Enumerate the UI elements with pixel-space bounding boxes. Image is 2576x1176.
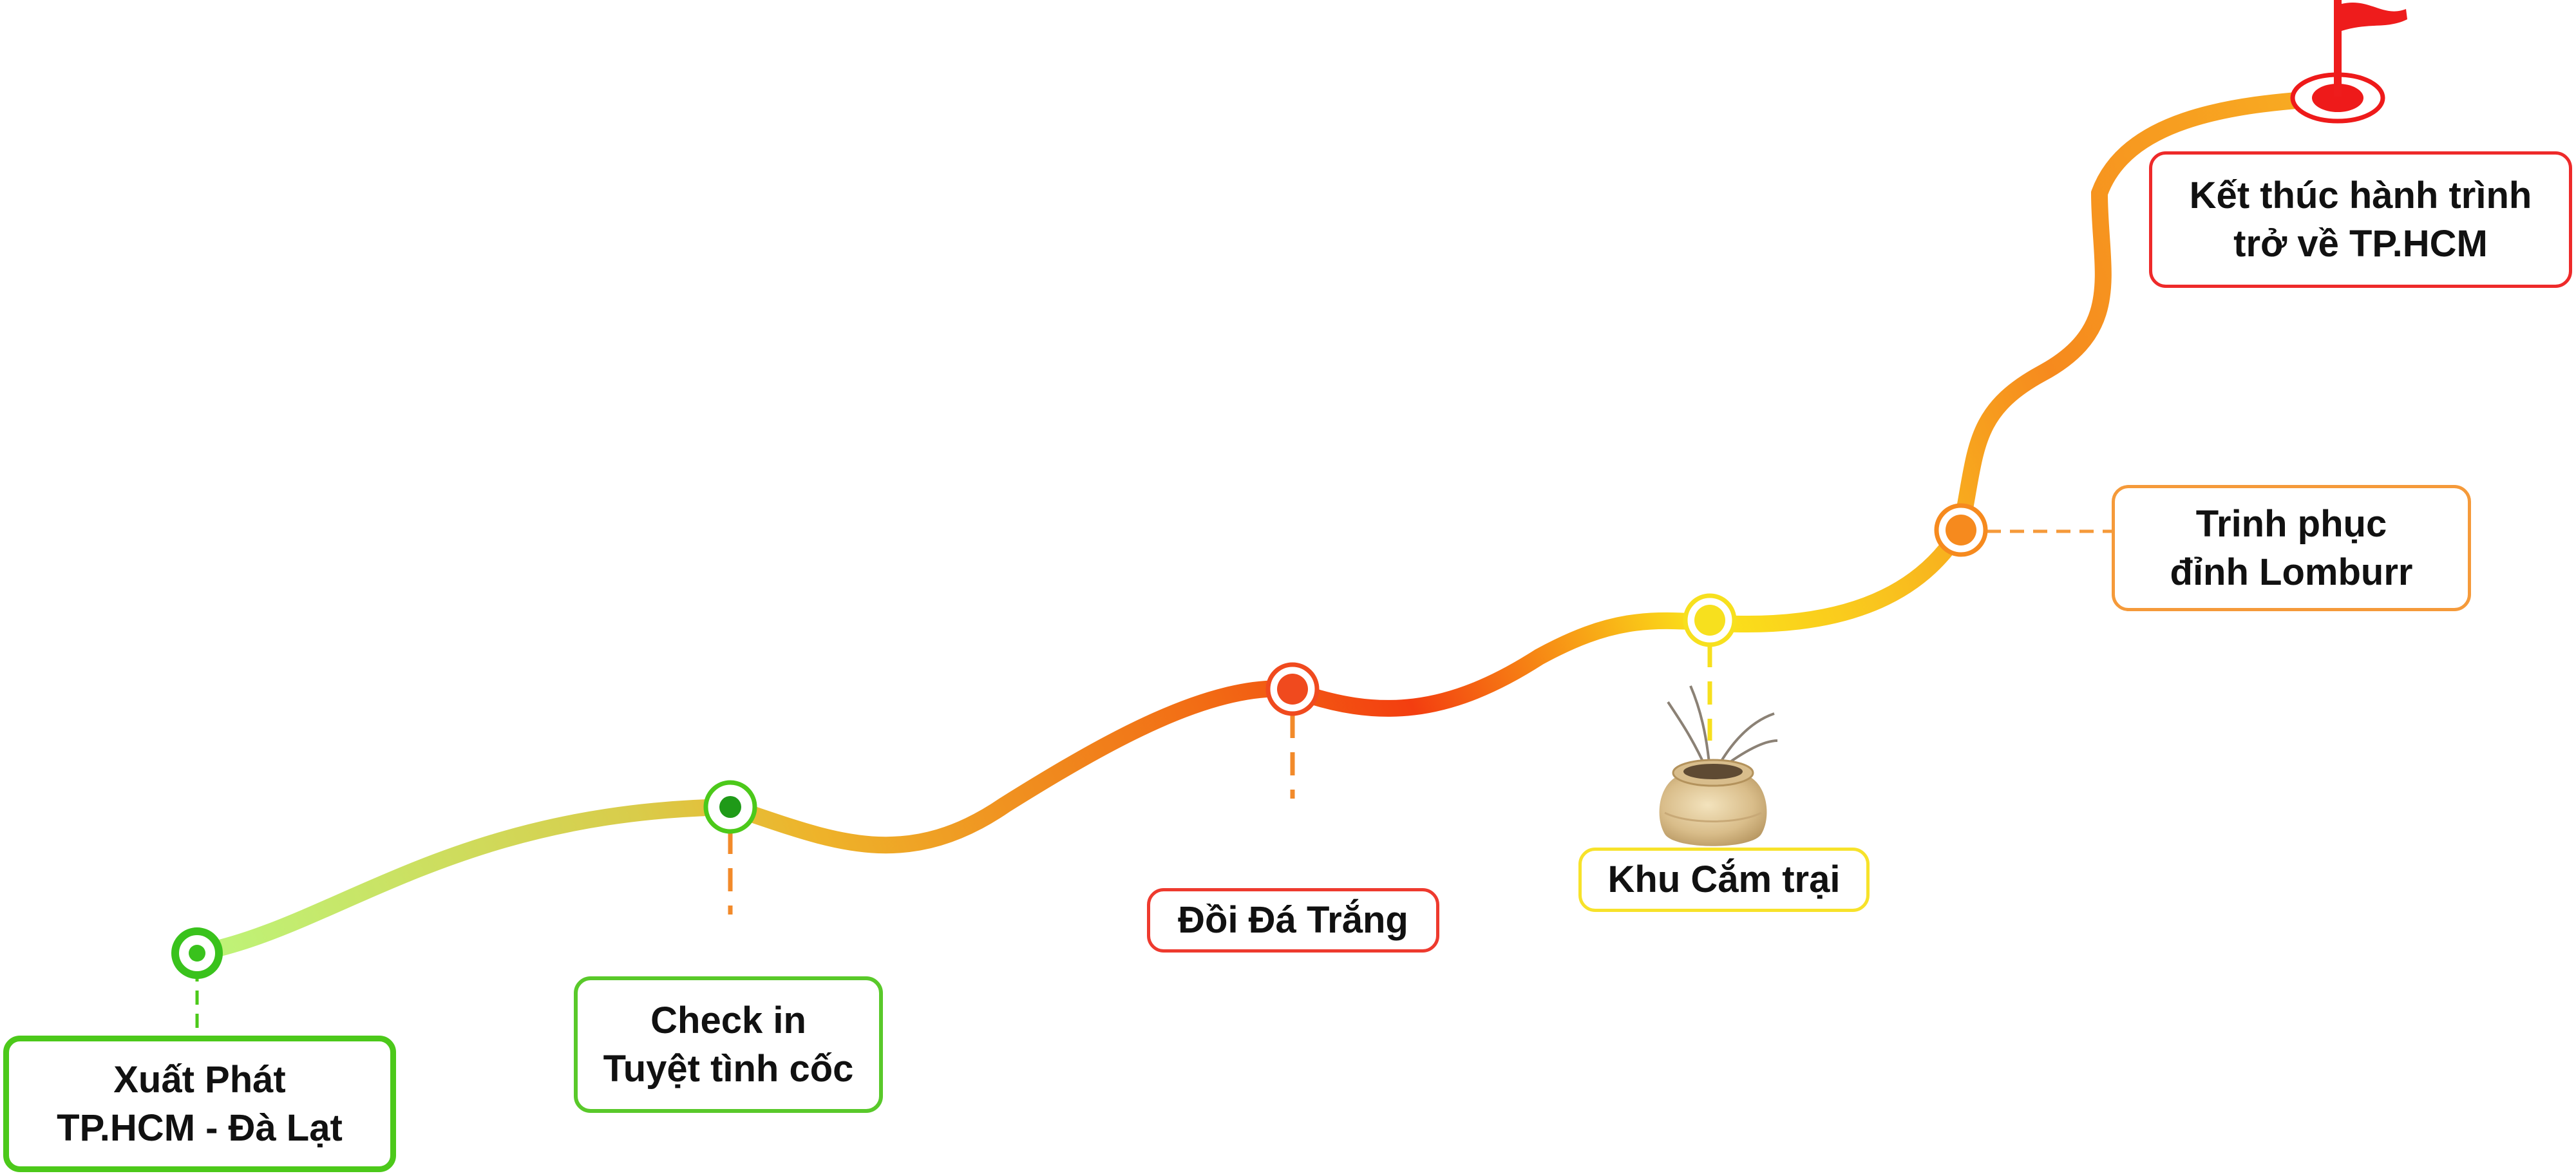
marker-check bbox=[703, 780, 757, 834]
stop-label-lomburr: Trinh phục đỉnh Lomburr bbox=[2112, 485, 2471, 611]
marker-doi bbox=[1265, 662, 1320, 716]
stop-label-start: Xuất Phát TP.HCM - Đà Lạt bbox=[3, 1036, 396, 1172]
red-flag-icon bbox=[2334, 0, 2407, 97]
marker-trinh bbox=[1934, 503, 1988, 557]
marker-start bbox=[171, 927, 223, 979]
stop-label-check-in: Check in Tuyệt tình cốc bbox=[574, 976, 883, 1113]
stop-label-end: Kết thúc hành trình trở về TP.HCM bbox=[2149, 151, 2572, 288]
marker-khu bbox=[1683, 593, 1737, 647]
stop-label-khu-cam-trai: Khu Cắm trại bbox=[1578, 848, 1870, 912]
journey-path bbox=[189, 90, 2346, 962]
clay-pot-icon bbox=[1659, 685, 1778, 846]
stop-label-doi-da-trang: Đồi Đá Trắng bbox=[1147, 888, 1439, 953]
